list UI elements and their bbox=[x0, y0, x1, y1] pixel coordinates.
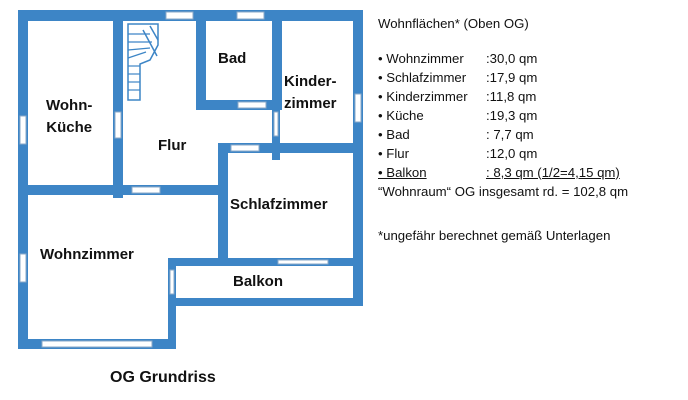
stairs bbox=[127, 23, 159, 101]
legend-room-area: : 8,3 qm (1/2=4,15 qm) bbox=[486, 165, 620, 180]
legend-room-name: • Schlafzimmer bbox=[378, 70, 467, 85]
wall-right bbox=[353, 10, 363, 306]
legend-row: • Bad : 7,7 qm bbox=[378, 125, 628, 144]
wall-living-right bbox=[218, 185, 228, 266]
floor-plan bbox=[18, 10, 363, 349]
legend-room-area: : 7,7 qm bbox=[486, 127, 534, 142]
legend-room-area: :30,0 qm bbox=[486, 51, 538, 66]
window-top-kinder bbox=[236, 11, 265, 20]
legend-room-name: • Flur bbox=[378, 146, 409, 161]
legend-row: • Küche :19,3 qm bbox=[378, 106, 628, 125]
legend-room-area: :11,8 qm bbox=[486, 89, 537, 104]
wall-bath-left bbox=[196, 10, 206, 110]
legend-total: “Wohnraum“ OG insgesamt rd. = 102,8 qm bbox=[378, 184, 629, 199]
room-label-bad: Bad bbox=[218, 50, 247, 67]
door-living-balcony bbox=[169, 269, 175, 295]
legend-row: • Wohnzimmer :30,0 qm bbox=[378, 49, 628, 68]
window-left-living bbox=[19, 253, 27, 283]
room-label-kinderzimmer-line1: Kinder- bbox=[284, 73, 337, 90]
door-bath bbox=[237, 101, 267, 109]
legend-room-name: • Bad bbox=[378, 127, 410, 142]
door-kinder bbox=[273, 111, 279, 137]
door-schlaf bbox=[230, 144, 260, 152]
wall-balcony-top bbox=[168, 258, 363, 266]
door-kitchen bbox=[114, 111, 122, 139]
window-top-flur bbox=[165, 11, 194, 20]
room-label-wohnzimmer: Wohnzimmer bbox=[40, 246, 134, 263]
window-left-kitchen bbox=[19, 115, 27, 145]
wall-kinder-left bbox=[272, 10, 280, 160]
room-label-kinderzimmer-line2: zimmer bbox=[284, 95, 337, 112]
window-bottom-living bbox=[41, 340, 153, 348]
legend-row: • Kinderzimmer :11,8 qm bbox=[378, 87, 628, 106]
legend-title: Wohnflächen* (Oben OG) bbox=[378, 16, 529, 31]
wall-left bbox=[18, 10, 28, 349]
legend-footnote: *ungefähr berechnet gemäß Unterlagen bbox=[378, 228, 611, 243]
room-label-wohnkueche-line2: Küche bbox=[46, 119, 93, 136]
wall-schlaf-left bbox=[218, 143, 228, 198]
room-label-balkon: Balkon bbox=[233, 273, 284, 290]
area-legend: Wohnflächen* (Oben OG) • Wohnzimmer :30,… bbox=[378, 14, 628, 245]
walls bbox=[18, 10, 363, 349]
legend-room-name: • Balkon bbox=[378, 165, 427, 180]
room-label-schlafzimmer: Schlafzimmer bbox=[230, 196, 328, 213]
wall-kitchen-bottom bbox=[18, 185, 226, 195]
legend-room-area: :19,3 qm bbox=[486, 108, 538, 123]
legend-room-area: :12,0 qm bbox=[486, 146, 538, 161]
wall-balcony-bottom bbox=[168, 298, 363, 306]
room-label-wohnkueche-line1: Wohn- bbox=[46, 97, 93, 114]
legend-room-name: • Wohnzimmer bbox=[378, 51, 464, 66]
plan-caption: OG Grundriss bbox=[110, 369, 216, 386]
room-label-flur: Flur bbox=[158, 137, 187, 154]
legend-room-name: • Küche bbox=[378, 108, 424, 123]
door-living bbox=[131, 186, 161, 194]
legend-room-name: • Kinderzimmer bbox=[378, 89, 468, 104]
room-label-wohnkueche: Wohn- Küche bbox=[46, 95, 92, 139]
legend-row: • Schlafzimmer :17,9 qm bbox=[378, 68, 628, 87]
legend-room-area: :17,9 qm bbox=[486, 70, 538, 85]
wall-kinder-bottom bbox=[220, 143, 363, 153]
door-balcony bbox=[277, 259, 329, 265]
legend-row: • Balkon : 8,3 qm (1/2=4,15 qm) bbox=[378, 163, 628, 182]
wall-balcony-left bbox=[168, 258, 176, 349]
wall-kitchen-right bbox=[113, 10, 123, 198]
room-label-kinderzimmer: Kinder- zimmer bbox=[284, 71, 337, 115]
window-right-kinder bbox=[354, 93, 362, 123]
openings bbox=[19, 11, 362, 348]
legend-row: • Flur :12,0 qm bbox=[378, 144, 628, 163]
